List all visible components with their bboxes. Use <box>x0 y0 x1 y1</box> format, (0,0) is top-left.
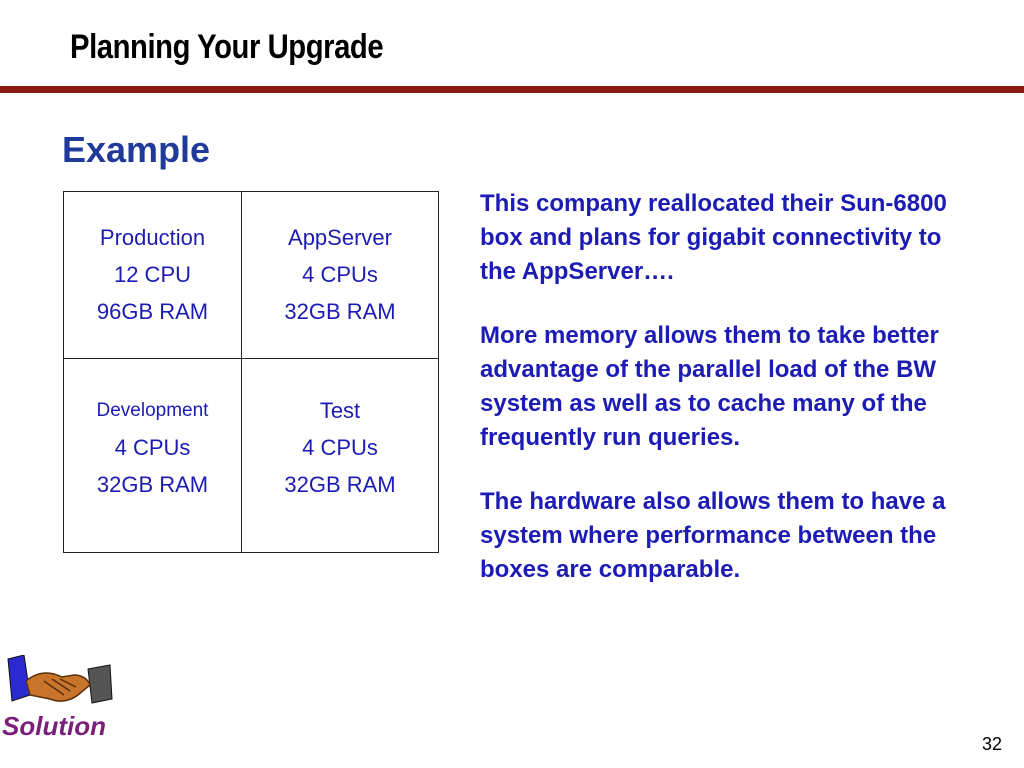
cell-name: Development <box>96 400 209 421</box>
brand-label: Solution <box>2 711 106 741</box>
table-cell-appserver: AppServer 4 CPUs 32GB RAM <box>241 191 439 359</box>
table-cell-production: Production 12 CPU 96GB RAM <box>63 191 242 359</box>
cell-ram: 32GB RAM <box>284 472 396 497</box>
handshake-icon <box>7 655 113 704</box>
cell-cpu: 4 CPUs <box>302 262 378 287</box>
body-text: This company reallocated their Sun-6800 … <box>480 187 980 617</box>
cell-name: AppServer <box>288 225 392 250</box>
cell-name: Test <box>319 398 361 423</box>
cell-cpu: 12 CPU <box>113 262 192 287</box>
title-divider <box>0 86 1024 93</box>
cell-name: Production <box>99 225 206 250</box>
server-table: Production 12 CPU 96GB RAM AppServer 4 C… <box>63 191 439 553</box>
table-cell-test: Test 4 CPUs 32GB RAM <box>241 358 439 553</box>
section-heading: Example <box>62 129 211 170</box>
body-paragraph: The hardware also allows them to have a … <box>480 488 946 583</box>
cell-ram: 32GB RAM <box>96 472 209 497</box>
table-cell-development: Development 4 CPUs 32GB RAM <box>63 358 242 553</box>
slide-title: Planning Your Upgrade <box>70 28 384 66</box>
body-paragraph: More memory allows them to take better a… <box>480 322 939 451</box>
body-paragraph: This company reallocated their Sun-6800 … <box>480 190 947 285</box>
cell-cpu: 4 CPUs <box>114 435 191 460</box>
cell-ram: 96GB RAM <box>96 299 209 324</box>
cell-ram: 32GB RAM <box>284 299 396 324</box>
table-row: Development 4 CPUs 32GB RAM Test 4 CPUs … <box>63 358 439 553</box>
cell-cpu: 4 CPUs <box>302 435 378 460</box>
page-number: 32 <box>982 734 1003 754</box>
table-row: Production 12 CPU 96GB RAM AppServer 4 C… <box>63 191 439 359</box>
